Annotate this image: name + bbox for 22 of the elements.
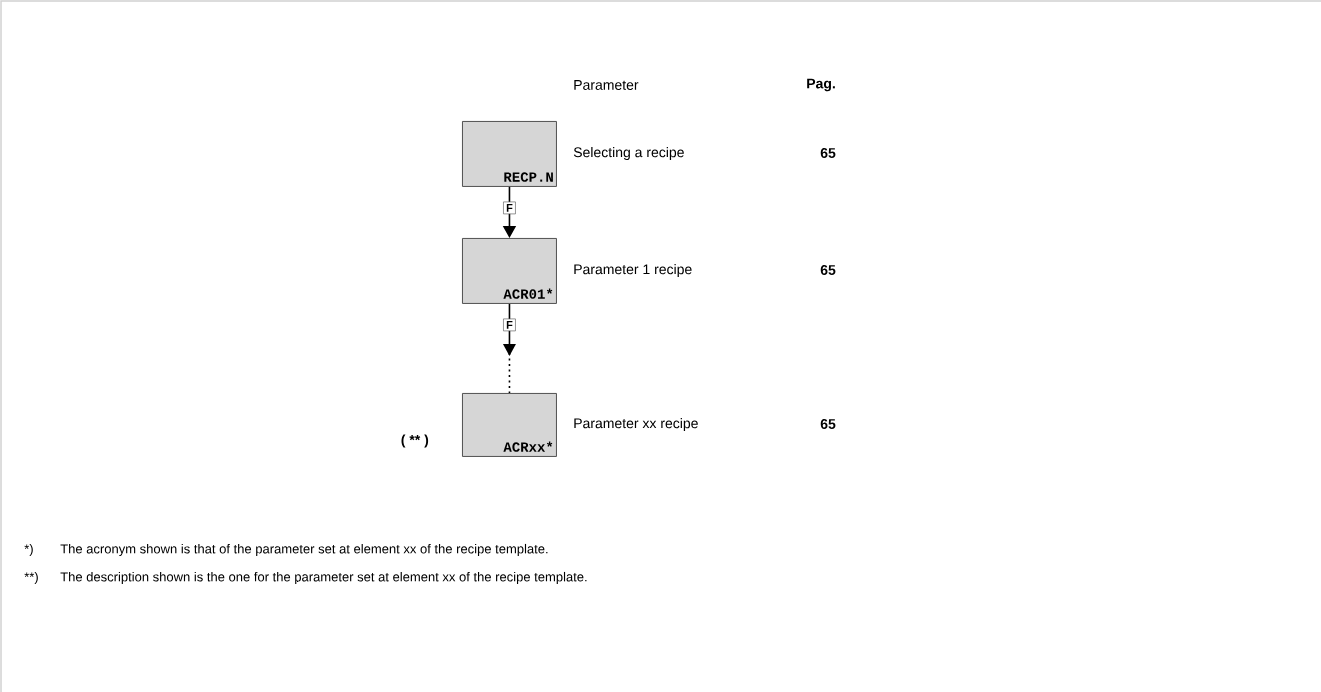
edge-label: F	[506, 204, 513, 212]
parameter-description: Selecting a recipe	[573, 146, 684, 160]
parameter-box	[462, 393, 557, 457]
parameter-code: ACR01*	[503, 288, 553, 299]
parameter-box	[462, 121, 557, 187]
edge-label: F	[506, 321, 513, 329]
footnote-text: The description shown is the one for the parameter set at element xx of the recipe template.	[60, 571, 587, 585]
arrow	[502, 303, 516, 394]
column-header: Pag.	[807, 78, 835, 92]
footnote-mark: ( ** )	[401, 434, 429, 448]
parameter-code: ACRxx*	[503, 441, 553, 452]
page-number: 65	[820, 265, 836, 275]
footnote-mark: **)	[24, 571, 38, 585]
parameter-code: RECP.N	[504, 172, 553, 182]
parameter-description: Parameter 1 recipe	[574, 263, 692, 277]
page-number: 65	[820, 148, 836, 158]
footnote-mark: *)	[24, 543, 33, 557]
page-number: 65	[820, 419, 836, 429]
footnote-text: The acronym shown is that of the parameter set at element xx of the recipe template.	[60, 543, 548, 557]
parameter-box	[462, 238, 557, 304]
parameter-description: Parameter xx recipe	[574, 417, 698, 431]
column-header: Parameter	[574, 80, 639, 90]
